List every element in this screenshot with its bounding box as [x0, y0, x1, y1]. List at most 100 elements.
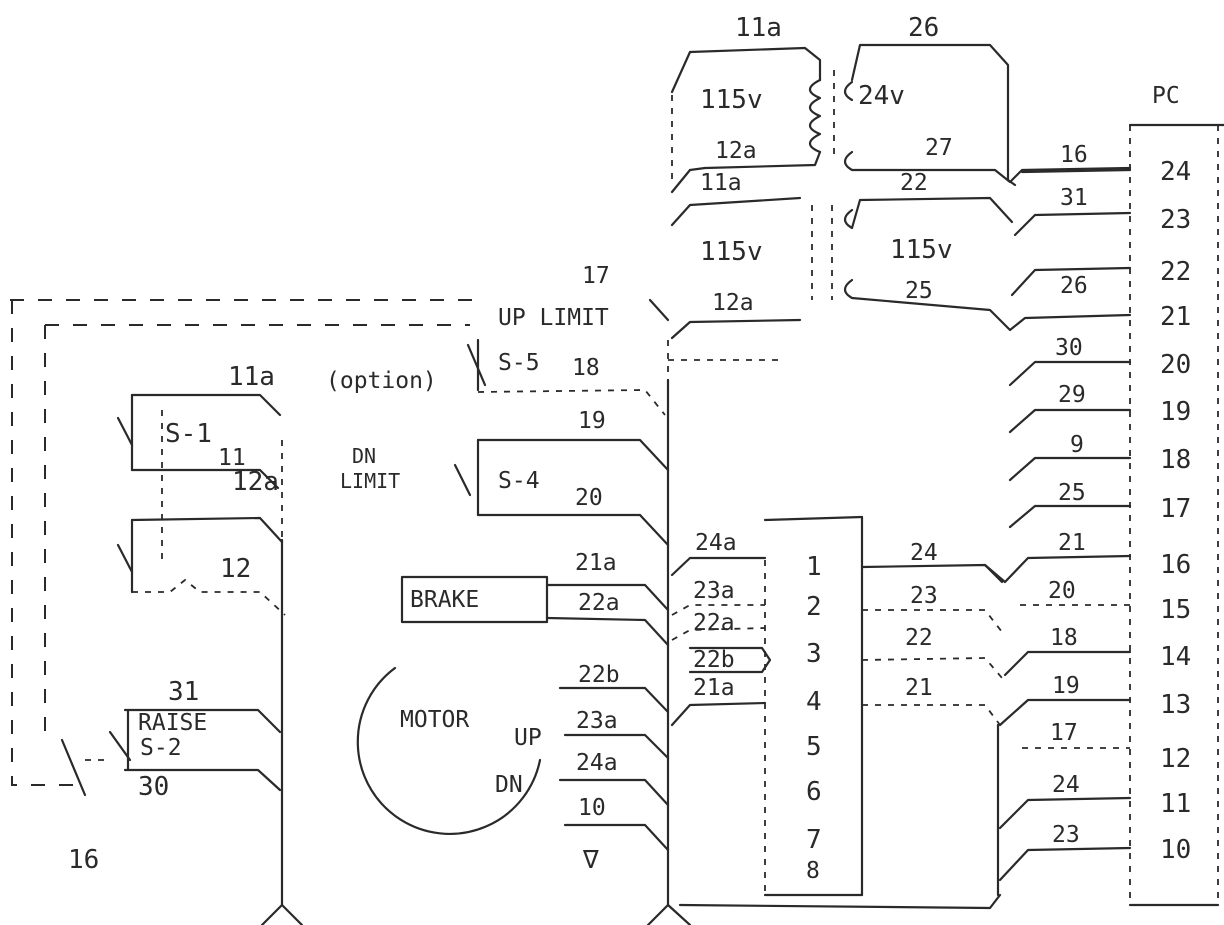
motor-label: MOTOR: [400, 707, 469, 733]
terminal-pin-5: 5: [806, 732, 822, 762]
pendant-switches: 11a S-1 11 12a 12 31 RAISE S-2 30 16: [60, 362, 304, 925]
terminal-left-wire-21a: 21a: [693, 675, 735, 701]
pc-wire-20: 20: [1048, 578, 1076, 604]
lower-secondary-bottom-wire: [843, 278, 1132, 332]
up-limit-switch-blade: [466, 343, 487, 387]
up-limit-wire: 18: [572, 355, 600, 381]
dn-limit-label-line1: DN: [352, 444, 376, 468]
terminal-left-wire-21a-line: [670, 701, 767, 727]
s1-bottom-wire: [130, 468, 280, 490]
motor-wire-24a: 24a: [576, 750, 618, 776]
up-limit-option: (option): [326, 368, 437, 394]
pc-wire-16: 16: [1060, 142, 1088, 168]
brake-box: [400, 575, 549, 624]
motor-group: MOTOR UP DN 22b 23a 24a 10 ∇: [356, 662, 670, 875]
lower-primary-bottom-wire: [670, 318, 802, 340]
limit-switches: 17 UP LIMIT S-5 (option) 18 19 DN LIMIT …: [326, 263, 670, 547]
terminal-block: 1 2 3 4 5 6 7 8 24 23 22 21 24a 23a 22a …: [670, 515, 1004, 897]
motor-wire-10-line: [563, 823, 670, 852]
terminal-left-wire-22b: 22b: [693, 647, 735, 673]
s2-wire-bottom: 12: [220, 554, 251, 584]
raise-outer-blade: [60, 738, 87, 797]
pc-wire-29-line: [1008, 408, 1132, 434]
raise-label: RAISE: [138, 710, 207, 736]
terminal-right-wire-21-line: [862, 704, 1001, 726]
dn-limit-switch-blade: [453, 463, 472, 497]
upper-secondary-coil-top: [843, 80, 854, 102]
pc-wire-21: 21: [1058, 530, 1086, 556]
pc-pin-18: 18: [1160, 445, 1191, 475]
dn-limit-wire-bottom: 20: [575, 485, 603, 511]
brake-bottom-wire: [545, 616, 670, 647]
motor-wire-10: 10: [578, 795, 606, 821]
pc-pin-13: 13: [1160, 690, 1191, 720]
left-bus-bottom-fork: [260, 903, 304, 925]
terminal-left-wire-24a: 24a: [695, 530, 737, 556]
terminal-left-wire-24a-line: [670, 556, 767, 577]
pc-wire-18: 18: [1050, 625, 1078, 651]
pc-wire-19: 19: [1052, 673, 1080, 699]
central-bus-bottom-fork: [646, 903, 692, 925]
lower-transformer-wire-bottom: 12a: [712, 290, 754, 316]
dn-limit-label-line2: LIMIT: [340, 469, 400, 493]
pc-wire-24: 24: [1052, 772, 1080, 798]
pc-wire-23-line: [998, 846, 1132, 882]
lower-secondary-voltage: 115v: [890, 235, 953, 265]
lower-primary-top-wire: [670, 196, 802, 227]
pc-wire-24-line: [998, 796, 1132, 830]
pc-pin-12: 12: [1160, 744, 1191, 774]
pc-wire-18-line: [1003, 650, 1132, 677]
lower-secondary-wire-bottom: 25: [905, 278, 933, 304]
terminal-right-wire-22-line: [861, 657, 1003, 679]
terminal-right-wire-21: 21: [905, 675, 933, 701]
pc-pin-23: 23: [1160, 205, 1191, 235]
bottom-left-number: 16: [68, 845, 99, 875]
terminal-right-wire-24-line: [860, 563, 1004, 584]
pc-wire-9-line: [1008, 456, 1132, 482]
upper-transformer: 11a 115v 12a 26 24v 27: [670, 13, 1132, 194]
terminal-pin-8: 8: [806, 858, 820, 884]
raise-bottom-wire: [123, 768, 282, 792]
motor-ground-symbol: ∇: [582, 845, 599, 875]
pc-wire-9: 9: [1070, 432, 1084, 458]
terminal-right-wire-22: 22: [905, 625, 933, 651]
terminal-pin-2: 2: [806, 592, 822, 622]
upper-secondary-wire-top: 26: [908, 13, 939, 43]
pc-wire-25-line: [1008, 504, 1132, 529]
pc-wire-25: 25: [1058, 480, 1086, 506]
upper-primary-bottom-wire: [670, 150, 822, 194]
up-limit-lead: [648, 298, 670, 322]
upper-primary-coil: [808, 78, 822, 154]
pc-wire-16-line: [1020, 168, 1132, 174]
pc-wire-31-line: [1013, 211, 1132, 237]
up-limit-switch: S-5: [498, 350, 540, 376]
dn-limit-switch: S-4: [498, 468, 540, 494]
terminal-pin-1: 1: [806, 552, 822, 582]
pc-pin-11: 11: [1160, 789, 1191, 819]
terminal-right-wire-23: 23: [910, 583, 938, 609]
dn-limit-bottom-wire: [476, 513, 670, 547]
terminal-left-wire-23a-line: [671, 604, 765, 616]
upper-primary-top-wire: [670, 46, 822, 94]
s1-wire-top: 11a: [228, 362, 275, 392]
raise-switch: S-2: [140, 735, 182, 761]
pc-pin-14: 14: [1160, 642, 1191, 672]
pc-pin-19: 19: [1160, 397, 1191, 427]
upper-secondary-bottom-wire: [843, 150, 1132, 184]
terminal-left-wire-22b-arrow: [688, 646, 772, 674]
up-limit-label: UP LIMIT: [498, 305, 609, 331]
brake-label: BRAKE: [410, 587, 479, 613]
pc-wire-26-line: [1010, 266, 1132, 297]
terminal-pin-3: 3: [806, 639, 822, 669]
upper-secondary-top-wire: [850, 43, 1017, 187]
pc-connector: PC 24 23 22 21 20 19 18 17 16 15 14 13 1…: [983, 83, 1224, 907]
pc-wire-30-line: [1008, 360, 1132, 387]
s1-blade: [116, 416, 134, 447]
pc-wire-31: 31: [1060, 185, 1088, 211]
lower-secondary-top-wire: [843, 196, 1014, 230]
central-bus-bottom-return: [678, 893, 1002, 910]
raise-top-wire: [123, 708, 282, 734]
dn-limit-top-wire: [476, 438, 670, 472]
brake-wire-top: 21a: [575, 550, 617, 576]
